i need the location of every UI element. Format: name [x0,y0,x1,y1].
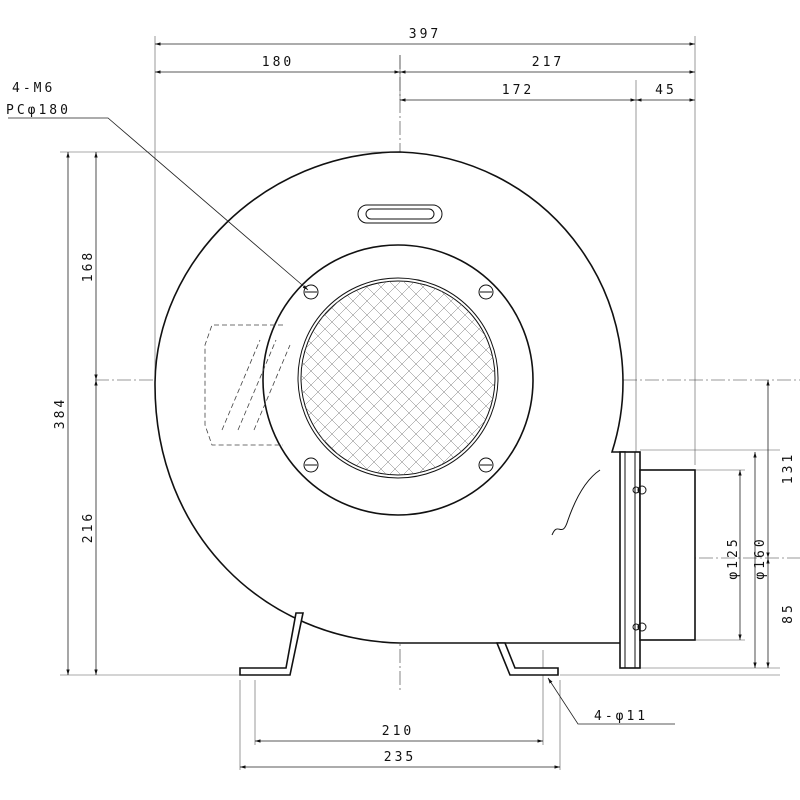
dimension-lines [8,42,770,769]
mesh-line [301,281,373,475]
mesh-line [301,281,401,475]
callout-4-phi11: 4-φ11 [594,709,648,724]
mesh-line [403,281,495,475]
mesh-line [417,281,495,475]
dim-217: 217 [532,55,564,70]
inlet-bolts [303,284,494,473]
dim-235: 235 [384,750,416,765]
mesh-line [301,281,471,475]
dim-397: 397 [409,27,441,42]
mesh-line [389,281,495,475]
mesh-line [375,281,495,475]
mesh-line [389,281,495,475]
callout-4-m6: 4-M6 [12,81,55,96]
hidden-motor-outline [204,324,291,446]
outlet-duct [619,451,696,669]
mesh-line [301,281,401,475]
dim-210: 210 [382,724,414,739]
mesh-line [301,281,415,475]
mesh-line [403,281,495,475]
dim-phi160: φ160 [753,536,768,579]
mesh-line [301,281,443,475]
extension-lines [60,36,780,770]
mesh-line [301,281,457,475]
dim-131: 131 [781,452,796,484]
base-feet [239,612,559,676]
mesh-line [301,281,429,475]
callout-pcd180: PCφ180 [6,103,71,118]
dim-216: 216 [81,511,96,543]
dim-180: 180 [262,55,294,70]
dim-phi125: φ125 [726,536,741,579]
dimension-texts: 397 180 217 172 45 384 168 216 131 85 φ1… [6,27,796,765]
dim-168: 168 [81,250,96,282]
mesh-line [301,281,387,475]
mesh-line [347,281,495,475]
dim-172: 172 [502,83,534,98]
mesh-line [319,281,495,475]
dim-384: 384 [53,397,68,429]
mesh-line [301,281,373,475]
blower-body [154,151,696,676]
dim-45: 45 [655,83,677,98]
mesh-line [301,281,485,475]
handle [357,204,443,224]
mesh-line [301,281,387,475]
mesh-line [361,281,495,475]
mesh-line [333,281,495,475]
mesh-line [417,281,495,475]
dim-85: 85 [781,602,796,624]
